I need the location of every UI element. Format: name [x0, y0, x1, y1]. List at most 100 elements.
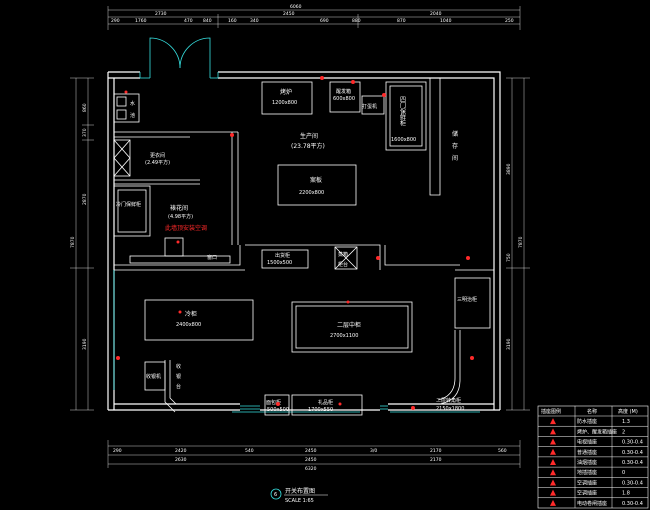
legend-row-name: 电动卷闸插座 — [577, 500, 607, 507]
legend-socket-icon — [550, 428, 556, 435]
legend-socket-icon — [550, 418, 556, 425]
storage-room-label-1: 储 — [452, 130, 458, 138]
oven-size: 1200x800 — [272, 100, 297, 106]
socket-marker — [276, 402, 280, 406]
production-room-area: (23.78平方) — [291, 142, 325, 150]
product-table-label: 出货柜 — [275, 252, 290, 259]
oven-box — [261, 81, 313, 115]
dressing-room-area: (2.49平方) — [145, 159, 170, 166]
left-dimensions: 860 370 2870 7870 3190 — [70, 77, 94, 411]
dim-top-seg: 470 — [184, 18, 193, 24]
socket-marker — [176, 240, 180, 244]
cold-cab-label: 冷柜 — [185, 310, 197, 318]
socket-marker — [346, 300, 350, 304]
legend-col-height: 高度 (M) — [618, 408, 638, 415]
cashier-counter-2: 银 — [176, 373, 181, 380]
legend-row-height: 1.8 — [622, 491, 630, 497]
sandwich-box — [454, 277, 491, 329]
dim-right: 3890 — [506, 163, 512, 175]
mixer-label: 打蛋机 — [362, 103, 377, 110]
legend-row-height: 0.30-0.4 — [622, 480, 643, 486]
outer-walls — [107, 71, 501, 411]
dim-bottom: 2170 — [430, 448, 442, 454]
socket-marker — [230, 133, 234, 137]
island-size: 2700x1100 — [330, 333, 358, 339]
cashier-label: 收银机 — [146, 373, 161, 380]
steam-box-sub: 柜台 — [338, 261, 348, 268]
dim-right: 750 — [506, 253, 512, 262]
dressing-room-label: 更衣间 — [150, 152, 165, 159]
production-room-label: 生产间 — [300, 132, 318, 140]
cold-cab-size: 2400x800 — [176, 322, 201, 328]
legend-col-name: 名称 — [587, 408, 597, 415]
dim-top-seg: 870 — [397, 18, 406, 24]
decor-room-area: (4.98平方) — [168, 213, 193, 220]
island-label: 二层中柜 — [337, 321, 361, 329]
top-dimensions: 6060 2730 2450 2040 290 1760 470 840 160… — [107, 4, 521, 30]
legend-socket-icon — [550, 489, 556, 496]
proofer-box — [329, 81, 361, 113]
dim-top-left: 2730 — [155, 11, 167, 17]
socket-marker — [411, 406, 415, 410]
decor-room-label: 裱花间 — [170, 204, 188, 212]
legend-socket-icon — [550, 448, 556, 455]
sink-label-2: 池 — [130, 112, 135, 119]
worktable-size: 2200x800 — [299, 190, 324, 196]
legend-socket-icon — [550, 438, 556, 445]
gift-cab-box — [291, 394, 363, 416]
sink-box — [113, 93, 140, 123]
title-name: 开关布置图 — [285, 487, 315, 495]
storage-room-label-2: 存 — [452, 142, 458, 150]
dim-top-seg: 840 — [203, 18, 212, 24]
legend-row-height: 0.30-0.4 — [622, 460, 643, 466]
sink-label-1: 水 — [130, 100, 135, 107]
gift-cab-label: 礼品柜 — [318, 399, 333, 406]
dim-bottom: 540 — [245, 448, 254, 454]
storage-room-label-3: 间 — [452, 154, 458, 162]
worktable-box — [277, 164, 357, 206]
socket-marker — [124, 90, 128, 94]
socket-marker — [376, 256, 380, 260]
dim-top-seg: 250 — [505, 18, 514, 24]
drawing-title: 6 开关布置图 SCALE 1:65 — [270, 487, 328, 504]
bottom-glazing — [113, 270, 480, 413]
dim-bottom: 3/0 — [370, 448, 377, 454]
legend-row-name: 烤炉、醒发箱插座 — [577, 428, 617, 435]
dim-right: 7870 — [518, 236, 524, 248]
decor-counter — [129, 255, 231, 264]
product-table-box — [261, 249, 309, 269]
legend-socket-icon — [550, 459, 556, 465]
mixer-box — [361, 95, 385, 115]
legend-row-height: 0 — [622, 470, 625, 476]
socket-marker — [351, 80, 355, 84]
socket-marker — [320, 76, 324, 80]
socket-marker — [470, 356, 474, 360]
dim-left: 2870 — [82, 193, 88, 205]
legend-row-height: 2 — [622, 429, 625, 435]
dim-top-total: 6060 — [290, 4, 302, 10]
proofer-label: 醒发箱 — [336, 88, 351, 95]
dim-bottom: 2450 — [305, 457, 317, 463]
cold-cab-box — [144, 299, 254, 341]
dim-bottom: 2170 — [430, 457, 442, 463]
dim-top-seg: 340 — [250, 18, 259, 24]
island-box — [291, 301, 413, 353]
room-labels: 生产间 (23.78平方) 更衣间 (2.49平方) 裱花间 (4.98平方) … — [145, 130, 458, 261]
corner-cab-label: 二层转角柜 — [436, 397, 461, 404]
steam-box-label: 蒸箱 — [338, 251, 348, 258]
legend-row-name: 电视插座 — [577, 439, 597, 446]
dim-top-right: 2040 — [430, 11, 442, 17]
dim-top-seg: 1040 — [440, 18, 452, 24]
aircon-note: 此墙顶安装空调 — [165, 224, 207, 232]
equipment: 烤炉 1200x800 醒发箱 600x800 打蛋机 四门保鲜柜 1600x8… — [113, 81, 491, 416]
decor-cabinet — [164, 237, 184, 257]
socket-marker — [382, 93, 386, 97]
bread-cab-size: 500x500 — [267, 407, 289, 413]
dim-top-mid: 2450 — [283, 11, 295, 17]
socket-marker — [178, 310, 182, 314]
socket-markers — [116, 76, 474, 410]
legend-row-name: 防水插座 — [577, 418, 597, 425]
cashier-box — [144, 361, 166, 391]
